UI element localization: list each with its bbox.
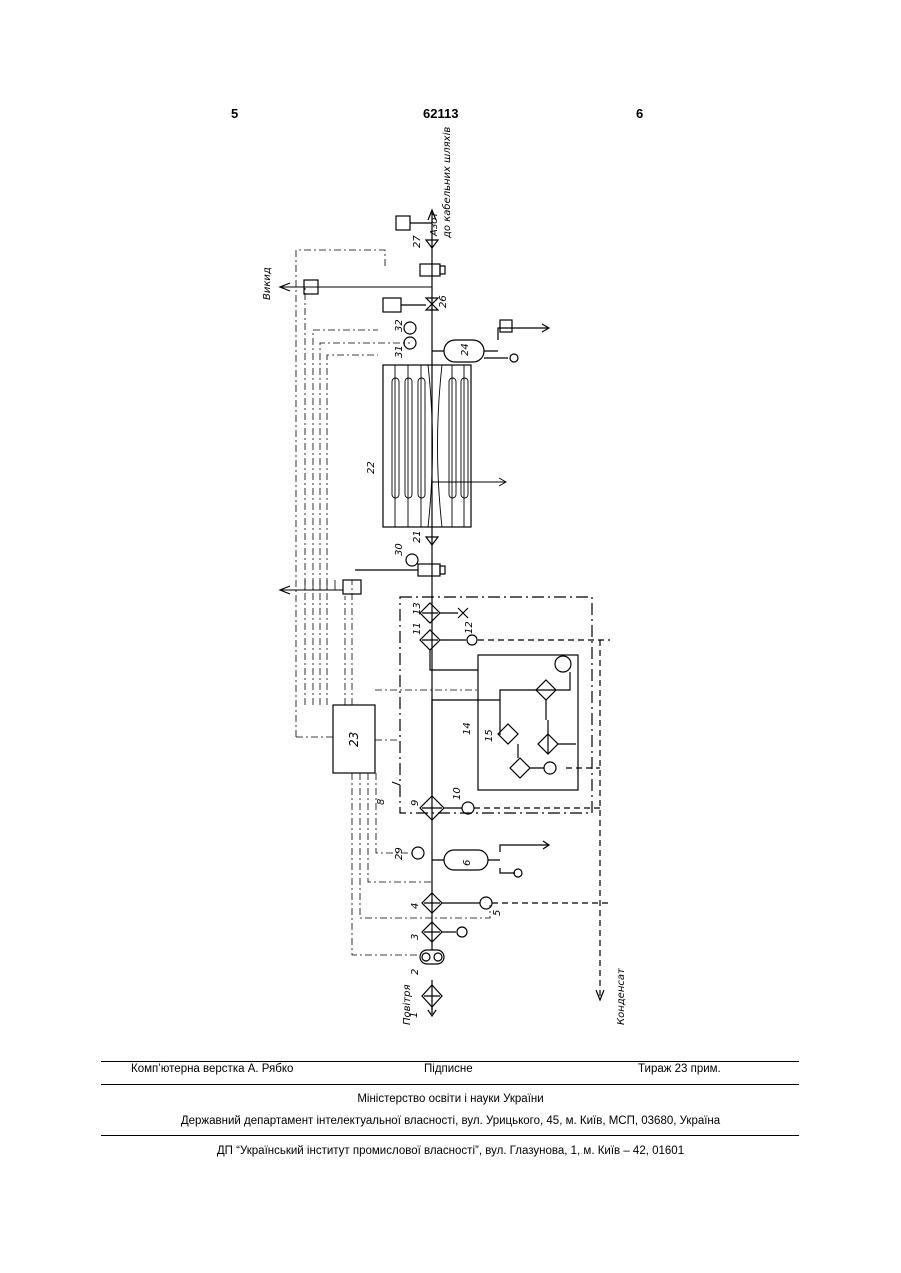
label-6: 6 [462,860,473,866]
label-3: 3 [410,934,421,940]
label-11: 11 [412,622,423,635]
filter-11 [420,630,440,650]
label-12: 12 [464,621,475,634]
label-nitrogen-destination: до кабельних шляхів [441,127,453,239]
footer-rule-bottom [101,1135,799,1136]
label-4: 4 [410,903,421,909]
label-14: 14 [462,722,473,735]
institute-line: ДП “Український інститут промислової вла… [0,1145,901,1157]
label-air: Повітря [401,985,413,1026]
label-22: 22 [366,461,377,474]
label-nitrogen: Азот [429,211,440,237]
label-10: 10 [452,787,463,800]
label-exhaust: Викид [262,267,273,300]
label-26: 26 [438,295,449,308]
label-2: 2 [410,969,421,975]
relief-valve [396,216,410,230]
label-29: 29 [394,847,405,860]
ministry-line: Міністерство освіти і науки України [0,1093,901,1105]
label-24: 24 [460,343,471,356]
label-31: 31 [394,345,405,358]
label-9: 9 [410,800,421,806]
footer-rule-top [101,1061,799,1062]
label-32: 32 [394,319,405,332]
label-condensate: Конденсат [616,967,627,1025]
compressor [420,950,444,964]
label-15: 15 [484,729,495,742]
label-5: 5 [492,910,503,916]
membrane-block-22 [383,365,471,527]
heater [383,298,401,312]
sensor-32 [404,322,416,334]
sensor-29 [412,847,424,859]
label-23: 23 [347,732,361,747]
heat-exchanger-15 [498,724,518,744]
department-line: Державний департамент інтелектуальної вл… [0,1115,901,1127]
dryer-unit-box [400,597,592,813]
subscription-note: Підписне [424,1063,473,1075]
label-30: 30 [394,543,405,556]
footer-rule-middle [101,1084,799,1085]
filter-13 [420,603,440,623]
sensor-30 [406,554,418,566]
label-21: 21 [412,530,423,543]
solenoid-valve-upper [420,264,440,276]
solenoid-valve-lower [418,564,440,576]
label-8: 8 [376,799,387,805]
layout-credit: Комп’ютерна верстка А. Рябко [131,1063,293,1075]
label-27: 27 [412,235,423,248]
circulation-note: Тираж 23 прим. [638,1063,721,1075]
label-13: 13 [412,602,423,615]
filter-module-a [510,758,530,778]
